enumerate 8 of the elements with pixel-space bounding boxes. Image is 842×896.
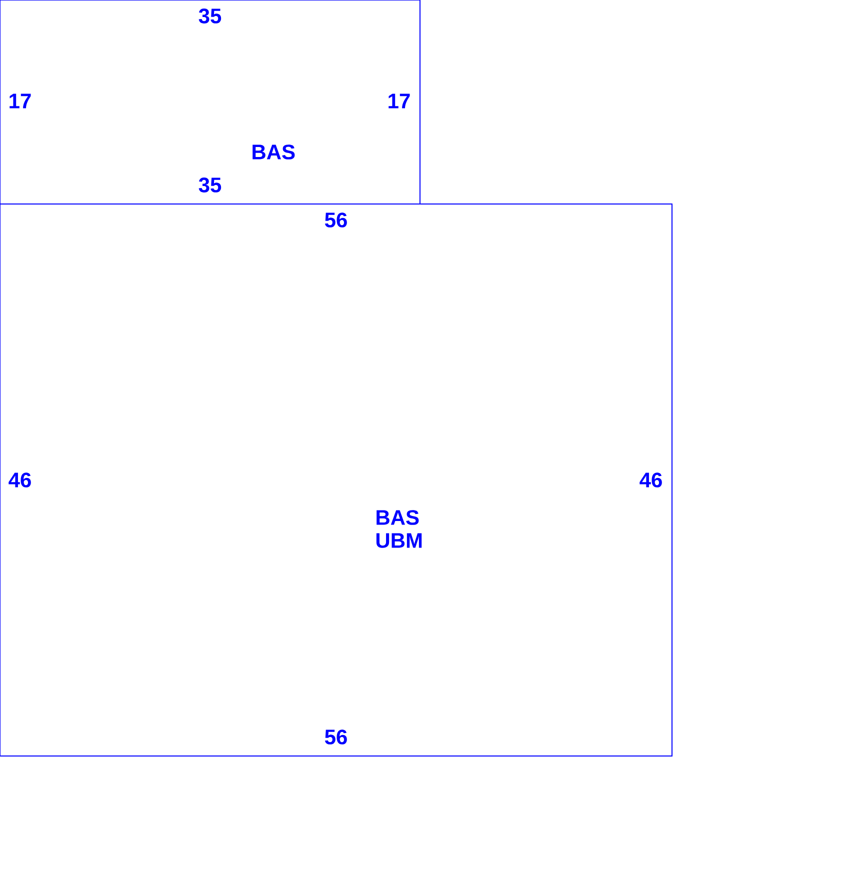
dimension-label: 17 — [388, 94, 410, 108]
dimension-label: 56 — [324, 212, 347, 228]
dimension-label: 46 — [8, 472, 31, 488]
dimension-label: 35 — [198, 178, 222, 192]
dimension-label: 56 — [324, 730, 347, 744]
dimension-label: 17 — [10, 94, 31, 108]
dimension-label: 46 — [640, 472, 662, 488]
dimension-label: 35 — [198, 8, 222, 24]
